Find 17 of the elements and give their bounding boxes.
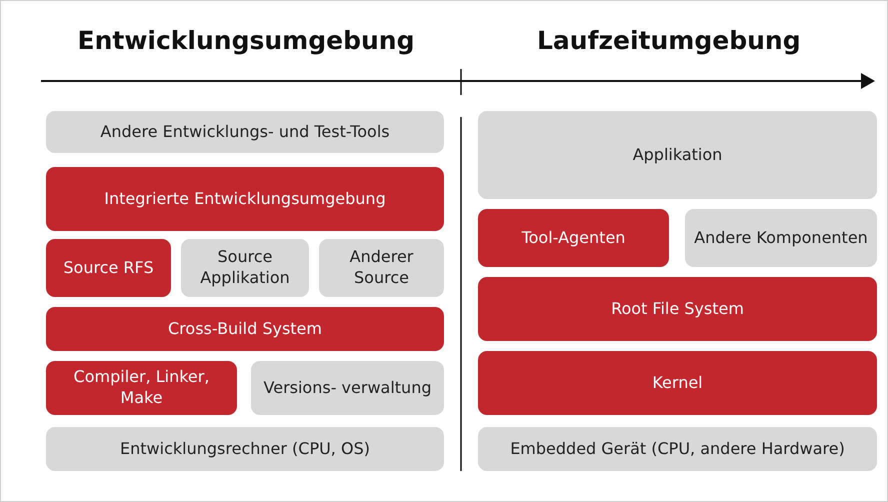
column-heading: Laufzeitumgebung xyxy=(537,26,801,55)
stack-layer: Applikation xyxy=(478,111,877,199)
stack-layer: Andere Entwicklungs- und Test-Tools xyxy=(46,111,444,153)
stack-layer: Compiler, Linker, Make xyxy=(46,361,237,415)
stack-layer: Anderer Source xyxy=(319,239,444,297)
stack-layer: Source Applikation xyxy=(181,239,309,297)
stack-layer: Integrierte Entwicklungsumgebung xyxy=(46,167,444,231)
stack-layer: Kernel xyxy=(478,351,877,415)
stack-layer: Cross-Build System xyxy=(46,307,444,351)
stack-layer: Versions- verwaltung xyxy=(251,361,444,415)
stack-layer: Andere Komponenten xyxy=(685,209,877,267)
stack-layer: Embedded Gerät (CPU, andere Hardware) xyxy=(478,427,877,471)
column-heading: Entwicklungsumgebung xyxy=(78,26,414,55)
stack-layer: Root File System xyxy=(478,277,877,341)
stack-layer: Entwicklungsrechner (CPU, OS) xyxy=(46,427,444,471)
stack-layer: Tool-Agenten xyxy=(478,209,669,267)
stack-layer: Source RFS xyxy=(46,239,171,297)
